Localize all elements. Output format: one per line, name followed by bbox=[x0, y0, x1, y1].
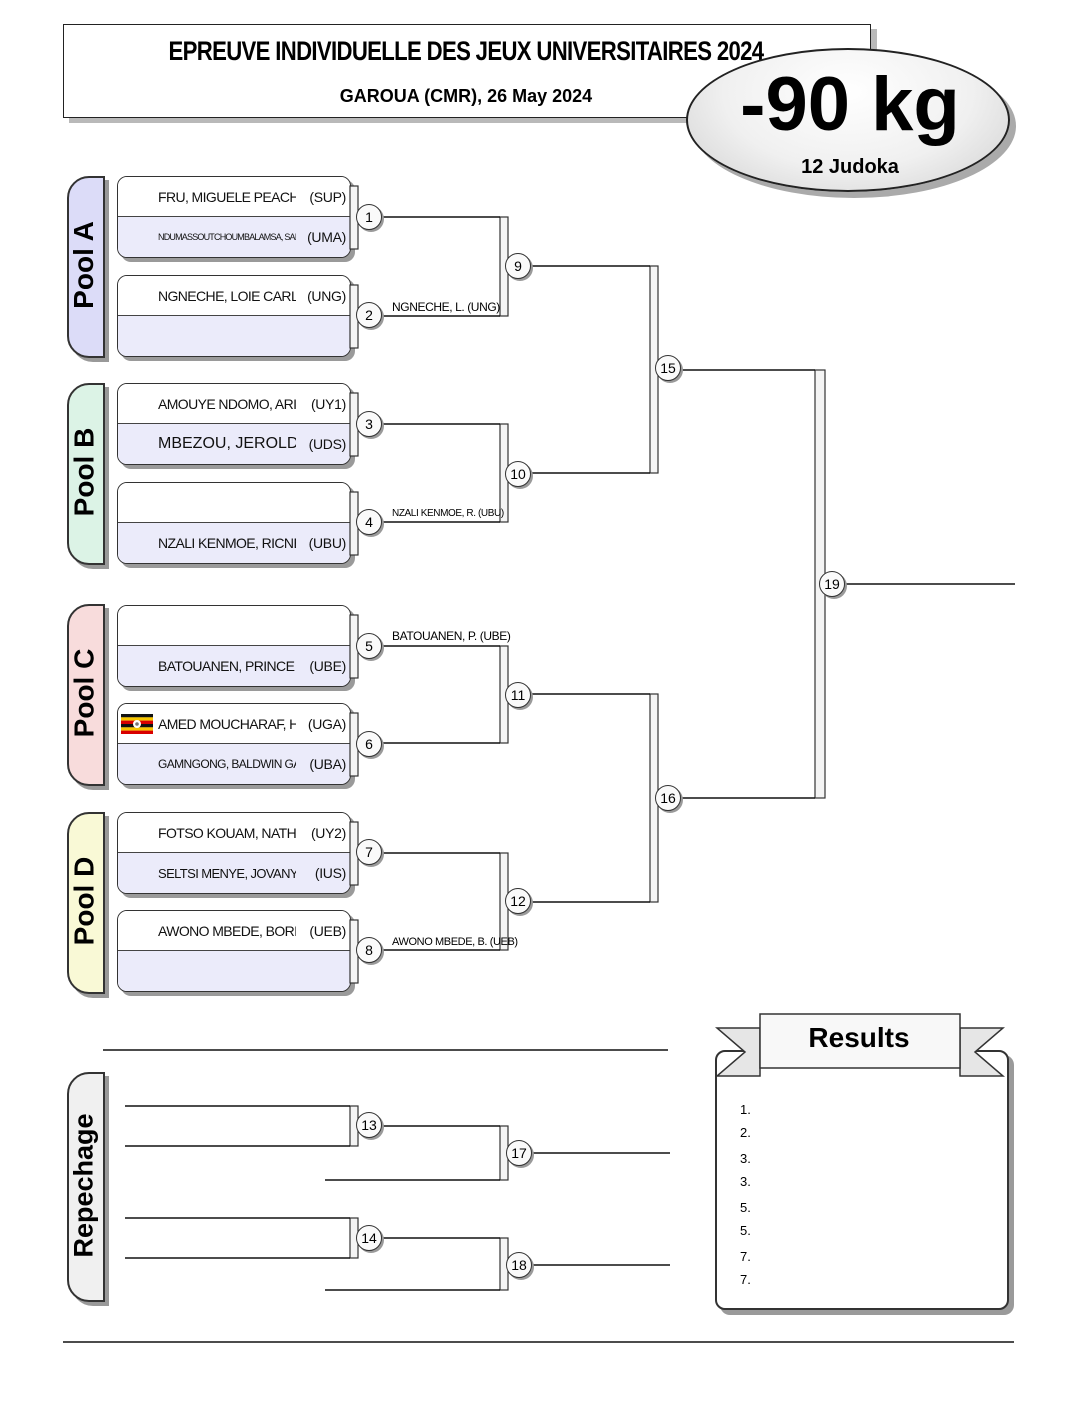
competitor-row[interactable]: MBEZOU, JEROLD (UDS) bbox=[118, 425, 350, 463]
match-number-3[interactable]: 3 bbox=[356, 411, 382, 437]
results-title: Results bbox=[808, 1022, 910, 1053]
competitor-row[interactable]: GAMNGONG, BALDWIN GAMNGONG (UBA) bbox=[118, 745, 350, 783]
match-number-12[interactable]: 12 bbox=[505, 888, 531, 914]
match-number-19[interactable]: 19 bbox=[819, 571, 845, 597]
result-place-7b[interactable]: 7. bbox=[740, 1272, 751, 1287]
result-place-2[interactable]: 2. bbox=[740, 1125, 751, 1140]
competitor-name: BATOUANEN, PRINCE LENINE bbox=[158, 658, 296, 674]
pool-d-tab bbox=[67, 812, 105, 994]
event-title: EPREUVE INDIVIDUELLE DES JEUX UNIVERSITA… bbox=[168, 36, 765, 66]
competitor-name: FOTSO KOUAM, NATHAN bbox=[158, 825, 296, 841]
winner-label: BATOUANEN, P. (UBE) bbox=[392, 629, 511, 643]
competitor-club: (UNG) bbox=[307, 288, 346, 304]
pool-c-tab bbox=[67, 604, 105, 786]
results-ribbon bbox=[715, 1013, 1005, 1077]
match-number-18[interactable]: 18 bbox=[506, 1252, 532, 1278]
match-1-box: FRU, MIGUELE PEACHAP (SUP) NDUMASSOUTCHO… bbox=[117, 176, 351, 258]
weight-class-badge bbox=[686, 48, 1010, 192]
competitor-name: MBEZOU, JEROLD bbox=[158, 435, 296, 452]
competitor-name: AMED MOUCHARAF, HAMADOU bbox=[158, 716, 296, 732]
match-number-11[interactable]: 11 bbox=[505, 682, 531, 708]
competitor-row[interactable]: NDUMASSOUTCHOUMBALAMSA, SAINTRUDY DIEUVE… bbox=[118, 218, 350, 256]
pool-a-tab bbox=[67, 176, 105, 358]
match-number-16[interactable]: 16 bbox=[655, 785, 681, 811]
competitor-club: (UGA) bbox=[307, 716, 346, 732]
competitor-club: (UEB) bbox=[309, 923, 346, 939]
match-4-box: NZALI KENMOE, RICNEL FAYSSAL (UBU) bbox=[117, 482, 351, 564]
competitor-club: (SUP) bbox=[309, 189, 346, 205]
competitor-club: (IUS) bbox=[314, 865, 346, 881]
competitor-club: (UBA) bbox=[309, 756, 346, 772]
result-place-3a[interactable]: 3. bbox=[740, 1151, 751, 1166]
competitor-club: (UY2) bbox=[310, 825, 346, 841]
result-place-7a[interactable]: 7. bbox=[740, 1249, 751, 1264]
competitor-club: (UY1) bbox=[310, 396, 346, 412]
match-2-box: NGNECHE, LOIE CARLIN (UNG) bbox=[117, 275, 351, 357]
match-number-8[interactable]: 8 bbox=[356, 937, 382, 963]
result-place-5a[interactable]: 5. bbox=[740, 1200, 751, 1215]
competitor-row[interactable]: NZALI KENMOE, RICNEL FAYSSAL (UBU) bbox=[118, 524, 350, 562]
winner-label: AWONO MBEDE, B. (UEB) bbox=[392, 936, 518, 948]
match-number-10[interactable]: 10 bbox=[505, 461, 531, 487]
competitor-row[interactable]: BATOUANEN, PRINCE LENINE (UBE) bbox=[118, 647, 350, 685]
match-5-box: BATOUANEN, PRINCE LENINE (UBE) bbox=[117, 605, 351, 687]
competitor-row[interactable]: AWONO MBEDE, BORIS (UEB) bbox=[118, 912, 350, 950]
match-number-6[interactable]: 6 bbox=[356, 731, 382, 757]
match-number-13[interactable]: 13 bbox=[356, 1112, 382, 1138]
competitor-name: SELTSI MENYE, JOVANY KAREN bbox=[158, 865, 296, 881]
weight-class: -90 kg bbox=[740, 62, 960, 147]
judoka-count: 12 Judoka bbox=[801, 156, 899, 178]
match-number-17[interactable]: 17 bbox=[506, 1140, 532, 1166]
repechage-tab bbox=[67, 1072, 105, 1302]
competitor-name: FRU, MIGUELE PEACHAP bbox=[158, 189, 296, 205]
match-8-box: AWONO MBEDE, BORIS (UEB) bbox=[117, 910, 351, 992]
match-3-box: AMOUYE NDOMO, ARISTIDE (UY1) MBEZOU, JER… bbox=[117, 383, 351, 465]
competitor-row[interactable]: FRU, MIGUELE PEACHAP (SUP) bbox=[118, 178, 350, 216]
pool-b-tab bbox=[67, 383, 105, 565]
competitor-row[interactable]: AMED MOUCHARAF, HAMADOU (UGA) bbox=[118, 705, 350, 743]
competitor-club: (UBU) bbox=[308, 535, 347, 551]
uganda-flag-icon bbox=[121, 714, 153, 734]
match-number-2[interactable]: 2 bbox=[356, 302, 382, 328]
match-number-14[interactable]: 14 bbox=[356, 1225, 382, 1251]
result-place-5b[interactable]: 5. bbox=[740, 1223, 751, 1238]
match-7-box: FOTSO KOUAM, NATHAN (UY2) SELTSI MENYE, … bbox=[117, 812, 351, 894]
competitor-name: NDUMASSOUTCHOUMBALAMSA, SAINTRUDY DIEUVE… bbox=[158, 232, 296, 242]
results-panel bbox=[715, 1050, 1009, 1310]
match-number-15[interactable]: 15 bbox=[655, 355, 681, 381]
match-number-1[interactable]: 1 bbox=[356, 204, 382, 230]
competitor-club: (UBE) bbox=[309, 658, 346, 674]
result-place-3b[interactable]: 3. bbox=[740, 1174, 751, 1189]
winner-label: NGNECHE, L. (UNG) bbox=[392, 300, 500, 314]
competitor-name: GAMNGONG, BALDWIN GAMNGONG bbox=[158, 757, 296, 771]
competitor-row[interactable]: SELTSI MENYE, JOVANY KAREN (IUS) bbox=[118, 854, 350, 892]
competitor-name: NGNECHE, LOIE CARLIN bbox=[158, 288, 296, 304]
competitor-row[interactable]: AMOUYE NDOMO, ARISTIDE (UY1) bbox=[118, 385, 350, 423]
competitor-club: (UDS) bbox=[308, 436, 347, 452]
winner-label: NZALI KENMOE, R. (UBU) bbox=[392, 508, 504, 519]
result-place-1[interactable]: 1. bbox=[740, 1102, 751, 1117]
competitor-row[interactable]: FOTSO KOUAM, NATHAN (UY2) bbox=[118, 814, 350, 852]
competitor-name: AMOUYE NDOMO, ARISTIDE bbox=[158, 396, 296, 412]
match-number-4[interactable]: 4 bbox=[356, 509, 382, 535]
match-number-9[interactable]: 9 bbox=[505, 253, 531, 279]
match-number-5[interactable]: 5 bbox=[356, 633, 382, 659]
match-number-7[interactable]: 7 bbox=[356, 839, 382, 865]
competitor-club: (UMA) bbox=[307, 229, 346, 245]
competitor-row[interactable]: NGNECHE, LOIE CARLIN (UNG) bbox=[118, 277, 350, 315]
competitor-name: AWONO MBEDE, BORIS bbox=[158, 923, 296, 939]
competitor-name: NZALI KENMOE, RICNEL FAYSSAL bbox=[158, 535, 296, 551]
match-6-box: AMED MOUCHARAF, HAMADOU (UGA) GAMNGONG, … bbox=[117, 703, 351, 785]
event-subtitle: GAROUA (CMR), 26 May 2024 bbox=[339, 86, 593, 106]
